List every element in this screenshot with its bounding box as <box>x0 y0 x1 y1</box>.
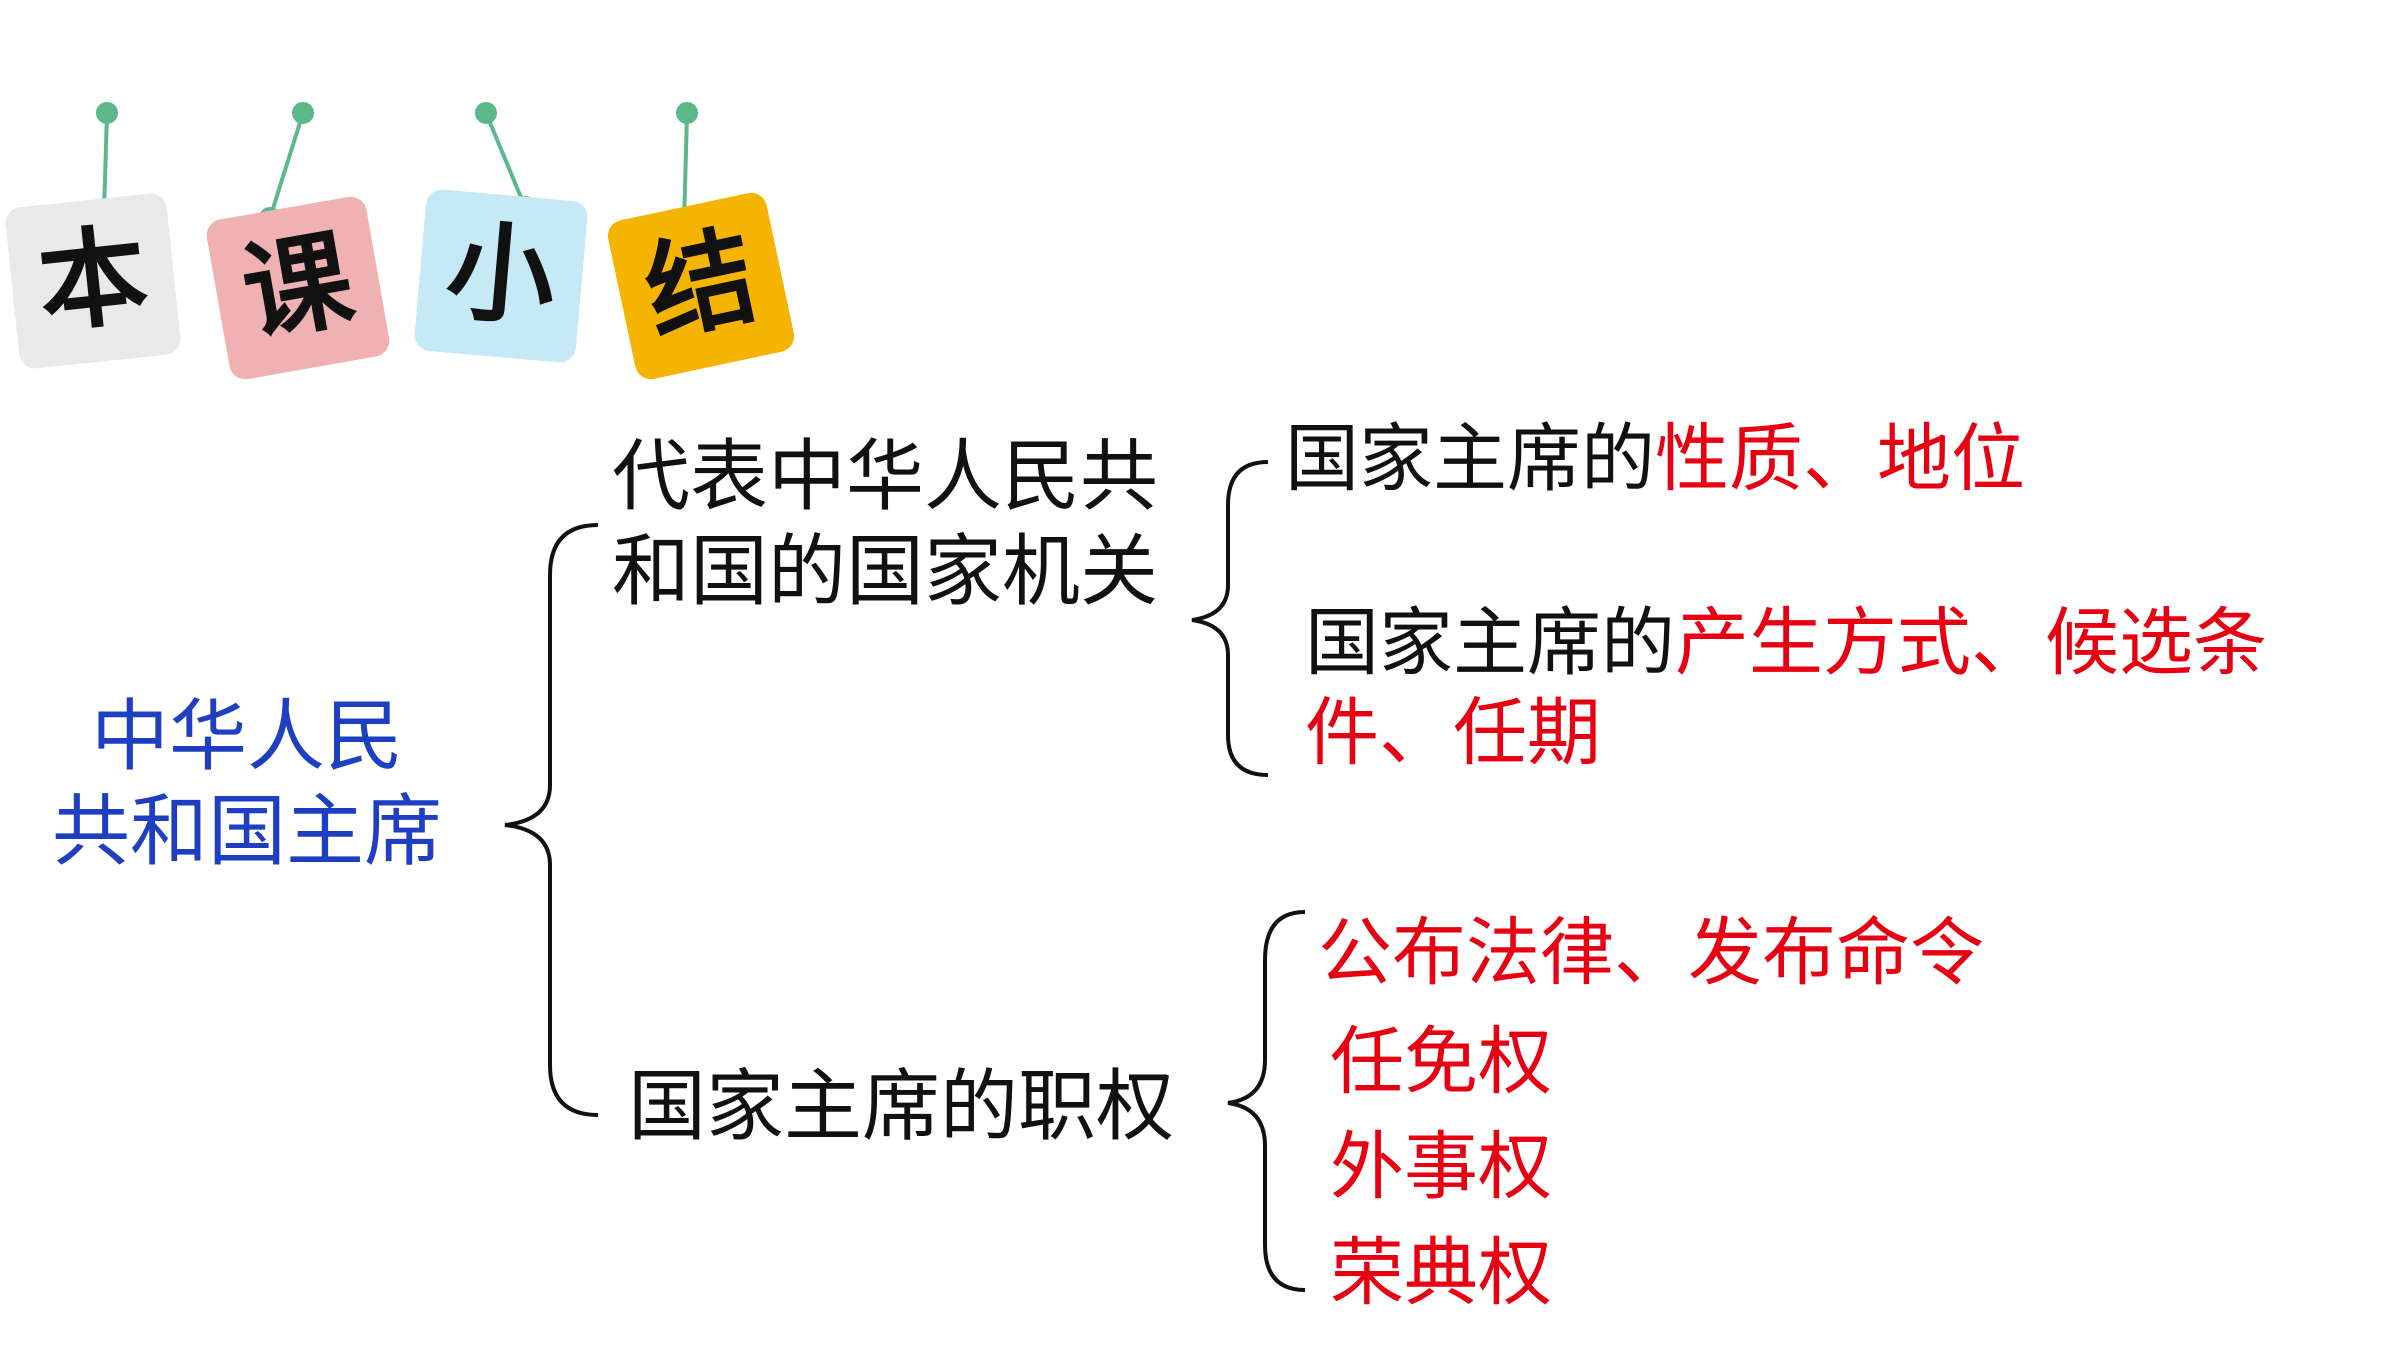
pin-string-3 <box>484 112 527 208</box>
title-char-2: 课 <box>233 216 362 359</box>
pin-dot-1-top <box>96 102 118 124</box>
title-tile-4: 结 <box>604 189 798 383</box>
title-char-1: 本 <box>32 212 154 349</box>
title-char-3: 小 <box>441 208 561 343</box>
election-highlight: 产生方式、候选条 <box>1675 600 2267 686</box>
title-tile-1: 本 <box>3 191 183 371</box>
root-node: 中华人民 共和国主席 <box>22 690 472 880</box>
nature-prefix: 国家主席的 <box>1285 416 1655 502</box>
nature-highlight: 性质、地位 <box>1655 416 2025 502</box>
branch1-line-2: 和国的国家机关 <box>612 527 1159 618</box>
election-prefix: 国家主席的 <box>1305 600 1675 686</box>
branch2-label: 国家主席的职权 <box>628 1062 1175 1152</box>
root-brace <box>504 523 599 1117</box>
branch1-label: 代表中华人民共 和国的国家机关 <box>612 430 1158 620</box>
pin-string-2 <box>268 112 305 219</box>
root-line-1: 中华人民 <box>90 692 403 782</box>
branch1-item-election: 国家主席的产生方式、候选条 件、任期 <box>1305 598 2267 779</box>
title-char-4: 结 <box>635 213 767 358</box>
branch1-line-1: 代表中华人民共 <box>612 432 1159 522</box>
pin-dot-4-top <box>676 102 698 124</box>
pin-dot-3-top <box>475 102 497 124</box>
branch1-brace <box>1191 460 1269 777</box>
pin-string-1 <box>102 112 109 213</box>
power-item-4: 荣典权 <box>1330 1230 1552 1316</box>
power-item-2: 任免权 <box>1330 1019 1552 1105</box>
root-line-2: 共和国主席 <box>51 787 442 878</box>
branch1-item-nature: 国家主席的性质、地位 <box>1285 414 2025 504</box>
power-item-1: 公布法律、发布命令 <box>1318 910 1984 996</box>
power-item-3: 外事权 <box>1330 1124 1552 1210</box>
election-line-2: 件、任期 <box>1305 690 1601 777</box>
title-tile-2: 课 <box>204 194 392 382</box>
branch2-brace <box>1227 910 1306 1292</box>
title-pins <box>93 102 698 236</box>
pin-dot-2-top <box>292 102 314 124</box>
title-tile-3: 小 <box>413 188 589 364</box>
